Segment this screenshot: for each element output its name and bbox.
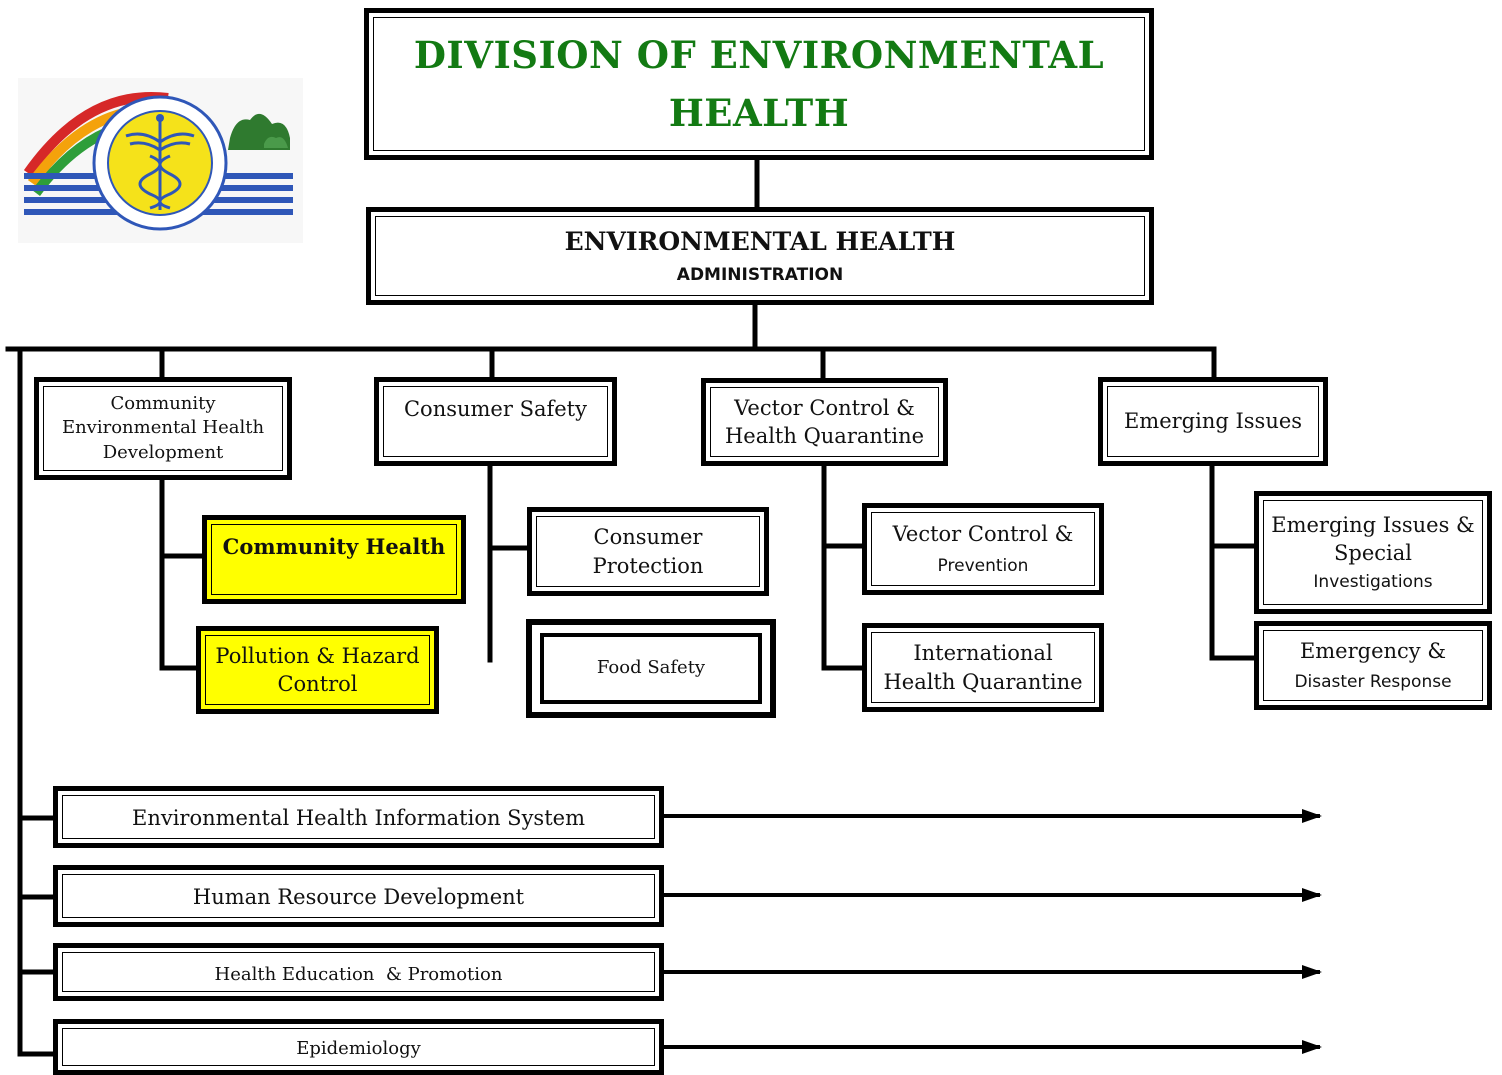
community-health-box: Community Health [202,515,466,604]
admin-subtitle: ADMINISTRATION [676,265,844,286]
section-vector-line1: Vector Control & [734,395,915,420]
section-emerging-label: Emerging Issues [1123,409,1303,434]
cross-ehis-box: Environmental Health Information System [53,786,664,848]
section-consumer-label: Consumer Safety [403,397,587,421]
division-title-box: DIVISION OF ENVIRONMENTAL HEALTH [364,8,1154,160]
special-investigations-line2: Special [1334,541,1412,566]
section-community-line1: Community [110,393,216,415]
consumer-protection-box: Consumer Protection [527,507,769,596]
pollution-hazard-line1: Pollution & Hazard [215,643,420,668]
cross-ehis-label: Environmental Health Information System [132,806,585,830]
community-health-label: Community Health [222,534,446,559]
admin-box: ENVIRONMENTAL HEALTH ADMINISTRATION [366,207,1154,305]
pollution-hazard-box: Pollution & Hazard Control [196,626,439,714]
pollution-hazard-line2: Control [277,672,358,696]
cross-hrd-label: Human Resource Development [192,885,525,909]
intl-quarantine-line2: Health Quarantine [883,669,1083,694]
consumer-protection-line2: Protection [592,553,704,578]
special-investigations-box: Emerging Issues & Special Investigations [1254,491,1492,614]
cross-epi-label: Epidemiology [296,1038,421,1059]
section-community-box: Community Environmental Health Developme… [34,377,292,480]
ministry-logo [18,78,303,243]
food-safety-box: Food Safety [526,619,776,718]
cross-epi-box: Epidemiology [53,1019,664,1075]
section-consumer-box: Consumer Safety [374,377,617,466]
vector-prevention-line1: Vector Control & [892,522,1074,547]
section-vector-line2: Health Quarantine [724,424,925,448]
emergency-response-line1: Emergency & [1299,638,1447,663]
cross-hep-label: Health Education & Promotion [214,964,503,985]
intl-quarantine-line1: International [913,641,1053,666]
intl-quarantine-box: International Health Quarantine [862,623,1104,712]
section-emerging-box: Emerging Issues [1098,377,1328,466]
special-investigations-line3: Investigations [1313,572,1433,593]
vector-prevention-box: Vector Control & Prevention [862,503,1104,595]
consumer-protection-line1: Consumer [593,525,703,550]
division-title-line1: DIVISION OF ENVIRONMENTAL [413,33,1105,77]
cross-hrd-box: Human Resource Development [53,865,664,927]
division-title-line2: HEALTH [668,91,850,135]
emergency-response-box: Emergency & Disaster Response [1254,621,1492,710]
admin-title: ENVIRONMENTAL HEALTH [564,226,956,256]
cross-hep-box: Health Education & Promotion [53,943,664,1001]
section-community-line2: Environmental Health [61,417,265,439]
vector-prevention-line2: Prevention [937,555,1029,576]
section-community-line3: Development [102,441,224,463]
section-vector-box: Vector Control & Health Quarantine [701,378,948,466]
food-safety-label: Food Safety [596,657,706,679]
emergency-response-line2: Disaster Response [1294,672,1452,693]
special-investigations-line1: Emerging Issues & [1271,512,1475,537]
